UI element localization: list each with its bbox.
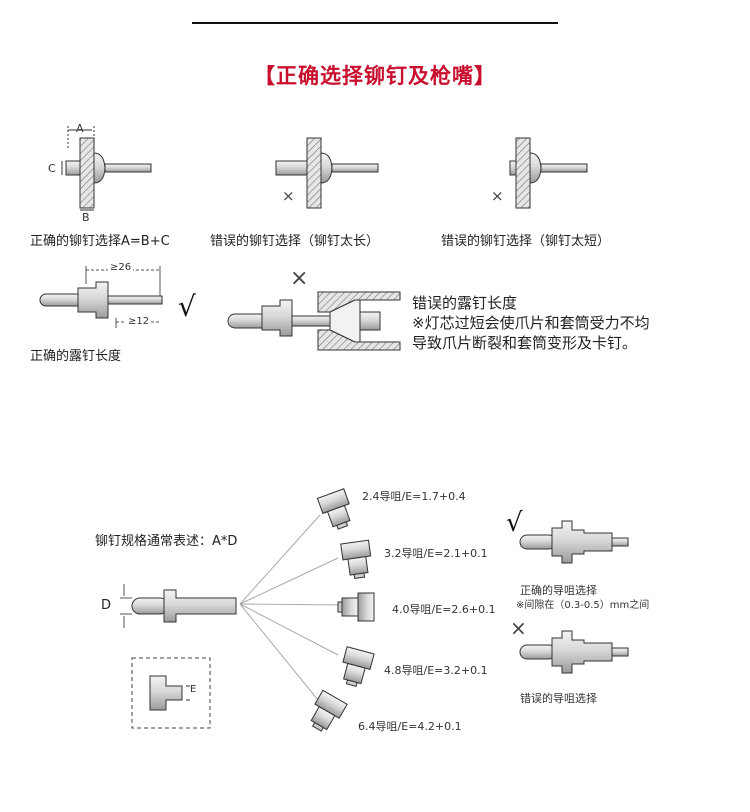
spec-label: 铆钉规格通常表述：A*D	[95, 534, 238, 549]
nozzle-6-4	[310, 689, 348, 732]
nozzle-inset-box	[131, 657, 211, 729]
fig4-dim-top: ≥26	[108, 262, 134, 273]
nozzle-label-6-4: 6.4导咀/E=4.2+0.1	[358, 720, 462, 733]
fig4-correct-mark: √	[178, 290, 196, 323]
fig3-wrong-mark: ×	[491, 187, 504, 205]
fig2-caption: 错误的铆钉选择（铆钉太长）	[210, 234, 380, 249]
fig5-wrong-exposed-length	[227, 291, 401, 351]
nozzle-label-4-0: 4.0导咀/E=2.6+0.1	[392, 603, 496, 616]
fig5-line-3: 导致爪片断裂和套筒变形及卡钉。	[412, 334, 638, 352]
fig2-rivet-too-long	[275, 137, 379, 209]
fig6-rivet-spec	[120, 584, 237, 628]
fig1-dim-c: C	[48, 162, 56, 175]
top-divider	[192, 22, 558, 24]
fig7-gap-note: ※间隙在（0.3-0.5）mm之间	[516, 600, 650, 611]
nozzle-4-8	[342, 646, 375, 688]
fig8-wrong-mark: ×	[510, 616, 527, 640]
fig7-correct-mark: √	[506, 508, 523, 538]
fig2-wrong-mark: ×	[282, 187, 295, 205]
fig5-line-1: 错误的露钉长度	[412, 294, 518, 312]
nozzle-label-4-8: 4.8导咀/E=3.2+0.1	[384, 664, 488, 677]
fig8-wrong-nozzle-fit	[519, 630, 629, 674]
dim-e-label: E	[190, 684, 197, 695]
fig1-dim-b: B	[82, 211, 90, 224]
page-title: 【正确选择铆钉及枪嘴】	[254, 64, 496, 88]
fig5-wrong-mark: ×	[290, 266, 309, 291]
fig3-rivet-too-short	[509, 137, 588, 209]
fig5-line-2: ※灯芯过短会使爪片和套筒受力不均	[412, 314, 650, 332]
nozzle-label-2-4: 2.4导咀/E=1.7+0.4	[362, 490, 466, 503]
fig4-dim-bottom: ≥12	[126, 316, 152, 327]
fig3-caption: 错误的铆钉选择（铆钉太短）	[441, 234, 611, 249]
fig1-correct-rivet	[61, 126, 152, 211]
fig1-dim-a: A	[76, 122, 84, 135]
fig7-caption: 正确的导咀选择	[520, 584, 597, 597]
fig7-correct-nozzle-fit	[519, 520, 629, 564]
nozzle-rays	[239, 514, 345, 701]
fig8-caption: 错误的导咀选择	[520, 692, 597, 705]
nozzle-3-2	[340, 539, 372, 580]
dim-d-label: D	[101, 598, 112, 613]
fig1-caption: 正确的铆钉选择A=B+C	[30, 234, 170, 249]
nozzle-4-0	[337, 592, 375, 622]
nozzle-label-3-2: 3.2导咀/E=2.1+0.1	[384, 547, 488, 560]
fig4-caption: 正确的露钉长度	[30, 349, 122, 364]
nozzle-2-4	[316, 488, 351, 530]
